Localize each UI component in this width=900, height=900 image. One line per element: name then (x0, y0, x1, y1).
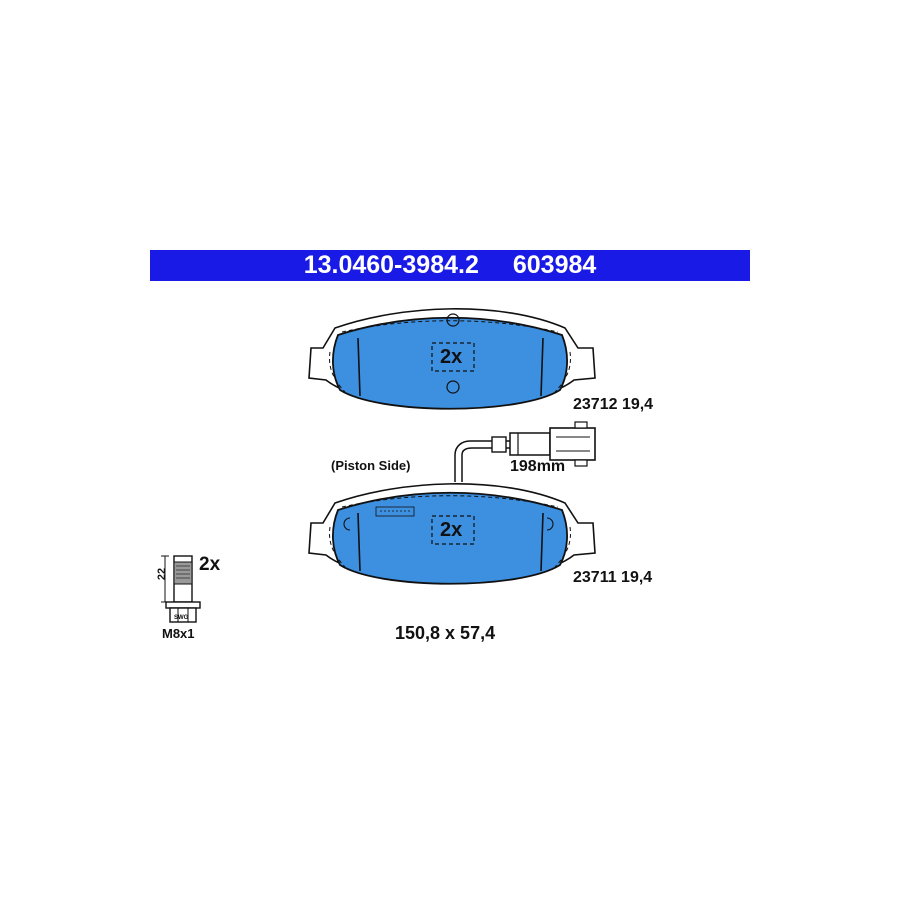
lower-pad-spec: 23711 19,4 (573, 569, 653, 586)
sensor-length: 198mm (510, 458, 566, 475)
pad-dimensions: 150,8 x 57,4 (395, 623, 496, 643)
part-header: 13.0460-3984.2 603984 (150, 250, 750, 281)
bolt-icon (161, 555, 201, 623)
piston-side-label: (Piston Side) (331, 458, 411, 473)
bolt-head-marking: SWG (174, 615, 189, 621)
bolt-quantity: 2x (199, 554, 221, 575)
part-number: 13.0460-3984.2 (303, 251, 479, 279)
wear-sensor (454, 421, 596, 482)
bolt-length: 22 (156, 567, 169, 581)
upper-pad-quantity: 2x (440, 346, 463, 368)
lower-pad-quantity: 2x (440, 519, 463, 541)
part-code: 603984 (512, 251, 597, 279)
upper-pad-spec: 23712 19,4 (573, 396, 654, 413)
bolt-thread: M8x1 (162, 626, 195, 641)
upper-pad (308, 307, 596, 410)
lower-pad (308, 482, 596, 585)
